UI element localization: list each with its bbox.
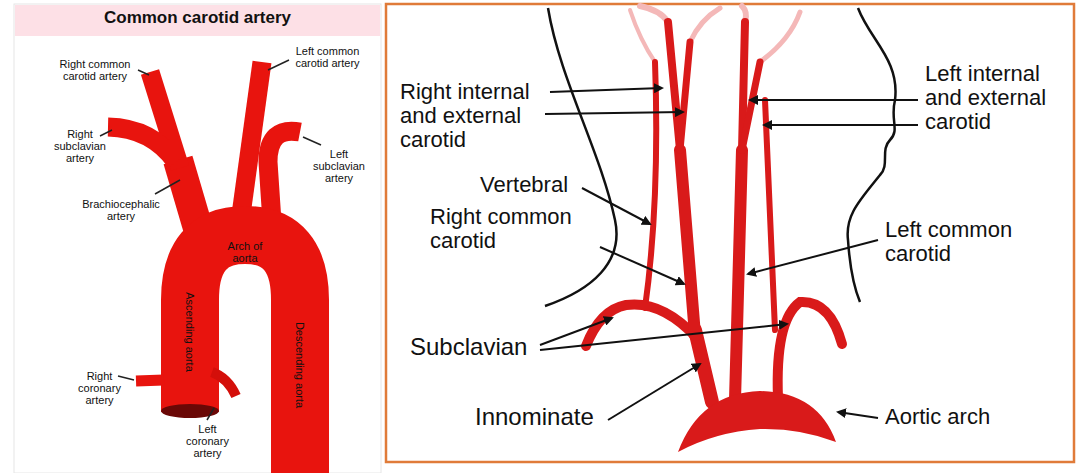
aortic-arch-vessel (678, 391, 836, 452)
pale-vessel (760, 12, 800, 62)
anatomy-label: Left internal and external carotid (925, 62, 1070, 135)
neck-vessels (586, 22, 842, 402)
leader-arrow (838, 412, 878, 418)
right-leader-arrows (540, 88, 918, 420)
right-internal-carotid-vessel (668, 22, 680, 150)
leader-arrow (582, 188, 650, 224)
leader-line (155, 180, 180, 194)
left-common-carotid-vessel (240, 62, 262, 222)
neck-back-outline (545, 8, 617, 306)
leader-arrow (540, 318, 612, 345)
anatomy-label: Left common carotid artery (285, 45, 370, 69)
leader-line (268, 60, 289, 70)
head-silhouette (545, 8, 896, 306)
left-coronary-vessel (212, 372, 236, 396)
leader-line (100, 130, 112, 136)
aorta-illustration (108, 62, 300, 473)
leader-arrow (550, 88, 662, 92)
leader-line (138, 70, 149, 75)
left-panel (14, 4, 381, 473)
anatomy-label: Arch of aorta (220, 240, 270, 264)
anatomy-label: Ascending aorta (184, 292, 196, 372)
anatomy-label: Vertebral (480, 173, 568, 197)
anatomy-label: Left subclavian artery (305, 148, 373, 184)
anatomy-label: Aortic arch (885, 405, 990, 429)
left-subclavian-vessel (778, 302, 842, 398)
leader-arrow (540, 324, 787, 350)
leader-arrow (608, 364, 700, 420)
leader-line (118, 376, 134, 380)
anatomy-label: Descending aorta (294, 322, 306, 408)
anatomy-label: Right subclavian artery (45, 128, 115, 164)
leader-arrow (600, 247, 684, 284)
right-common-carotid-vessel (680, 150, 695, 335)
title-text: Common carotid artery (15, 9, 380, 28)
pale-vessel (690, 8, 720, 42)
anatomy-label: Left coronary artery (180, 423, 235, 459)
left-vertebral-vessel (765, 100, 775, 330)
pale-vessel (630, 10, 655, 62)
anatomy-label: Left common carotid (885, 218, 1060, 266)
left-subclavian-vessel (268, 131, 300, 222)
anatomy-label: Right common carotid artery (50, 58, 140, 82)
leader-arrow (750, 99, 918, 101)
left-common-carotid-vessel (735, 150, 742, 400)
aorta-opening (161, 404, 219, 418)
leader-arrow (764, 124, 918, 126)
anatomy-label: Right coronary artery (72, 370, 127, 406)
pale-vessel (640, 6, 668, 22)
right-panel (386, 4, 1074, 462)
anatomy-label: Brachiocephalic artery (75, 198, 167, 222)
leader-line (303, 137, 321, 145)
anatomy-label: Innominate (475, 404, 594, 430)
pale-head-vessels (630, 6, 800, 62)
title-band (15, 5, 380, 36)
left-external-carotid-vessel (742, 62, 760, 150)
right-subclavian-vessel (108, 127, 176, 162)
leader-line (207, 408, 214, 420)
leader-arrow (748, 240, 878, 274)
anatomy-label: Subclavian (410, 334, 527, 360)
anatomy-label: Right internal and external carotid (400, 80, 565, 153)
left-leader-lines (100, 60, 321, 420)
right-external-carotid-vessel (680, 42, 690, 150)
anatomy-label: Right common carotid (430, 205, 605, 253)
right-coronary-vessel (136, 380, 164, 381)
leader-arrow (545, 112, 683, 114)
